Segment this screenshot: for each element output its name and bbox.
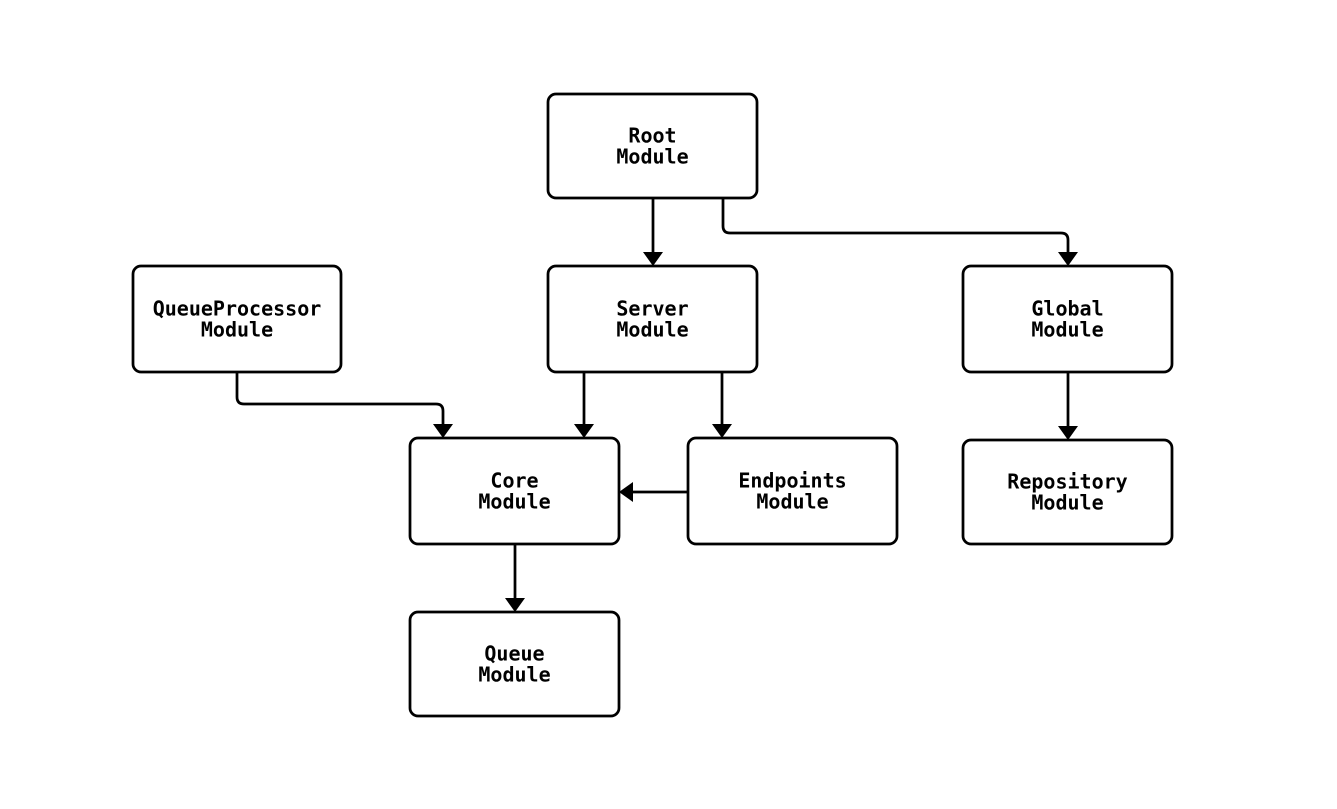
node-label-line: Module: [201, 318, 273, 342]
edge-queueprocessor-module-to-core-module: [235, 372, 453, 438]
node-label-line: Repository: [1007, 470, 1127, 494]
node-label-line: Endpoints: [738, 469, 846, 493]
node-box: [961, 264, 1174, 374]
edge-root-module-to-server-module: [643, 198, 663, 266]
edges-layer: [235, 198, 1078, 612]
node-label-line: Module: [616, 145, 688, 169]
node-box: [546, 92, 759, 200]
node-label-line: QueueProcessor: [153, 297, 322, 321]
edge-line: [235, 372, 445, 424]
node-label-line: Module: [478, 663, 550, 687]
node-box: [546, 264, 759, 374]
node-label-line: Server: [616, 297, 688, 321]
node-label-line: Module: [756, 490, 828, 514]
edge-arrowhead-icon: [505, 598, 525, 612]
node-box: [131, 264, 343, 374]
node-box: [961, 438, 1174, 546]
edge-arrowhead-icon: [574, 424, 594, 438]
edge-arrowhead-icon: [619, 482, 633, 502]
node-label-line: Root: [628, 124, 676, 148]
node-label-line: Module: [1031, 491, 1103, 515]
edge-global-module-to-repository-module: [1058, 372, 1078, 440]
edge-core-module-to-queue-module: [505, 544, 525, 612]
nodes-layer: RootModuleQueueProcessorModuleServerModu…: [131, 92, 1174, 718]
edge-server-module-to-endpoints-module: [712, 372, 732, 438]
edge-line: [721, 198, 1070, 252]
edge-root-module-to-global-module: [721, 198, 1078, 266]
edge-arrowhead-icon: [643, 252, 663, 266]
edge-server-module-to-core-module: [574, 372, 594, 438]
edge-arrowhead-icon: [1058, 426, 1078, 440]
node-box: [686, 436, 899, 546]
node-label-line: Module: [1031, 318, 1103, 342]
node-box: [408, 436, 621, 546]
node-label-line: Core: [490, 469, 538, 493]
edge-arrowhead-icon: [1058, 252, 1078, 266]
edge-endpoints-module-to-core-module: [619, 482, 688, 502]
edge-arrowhead-icon: [712, 424, 732, 438]
edge-arrowhead-icon: [433, 424, 453, 438]
node-label-line: Module: [616, 318, 688, 342]
node-label-line: Global: [1031, 297, 1103, 321]
node-label-line: Queue: [484, 642, 544, 666]
node-box: [408, 610, 621, 718]
node-label-line: Module: [478, 490, 550, 514]
